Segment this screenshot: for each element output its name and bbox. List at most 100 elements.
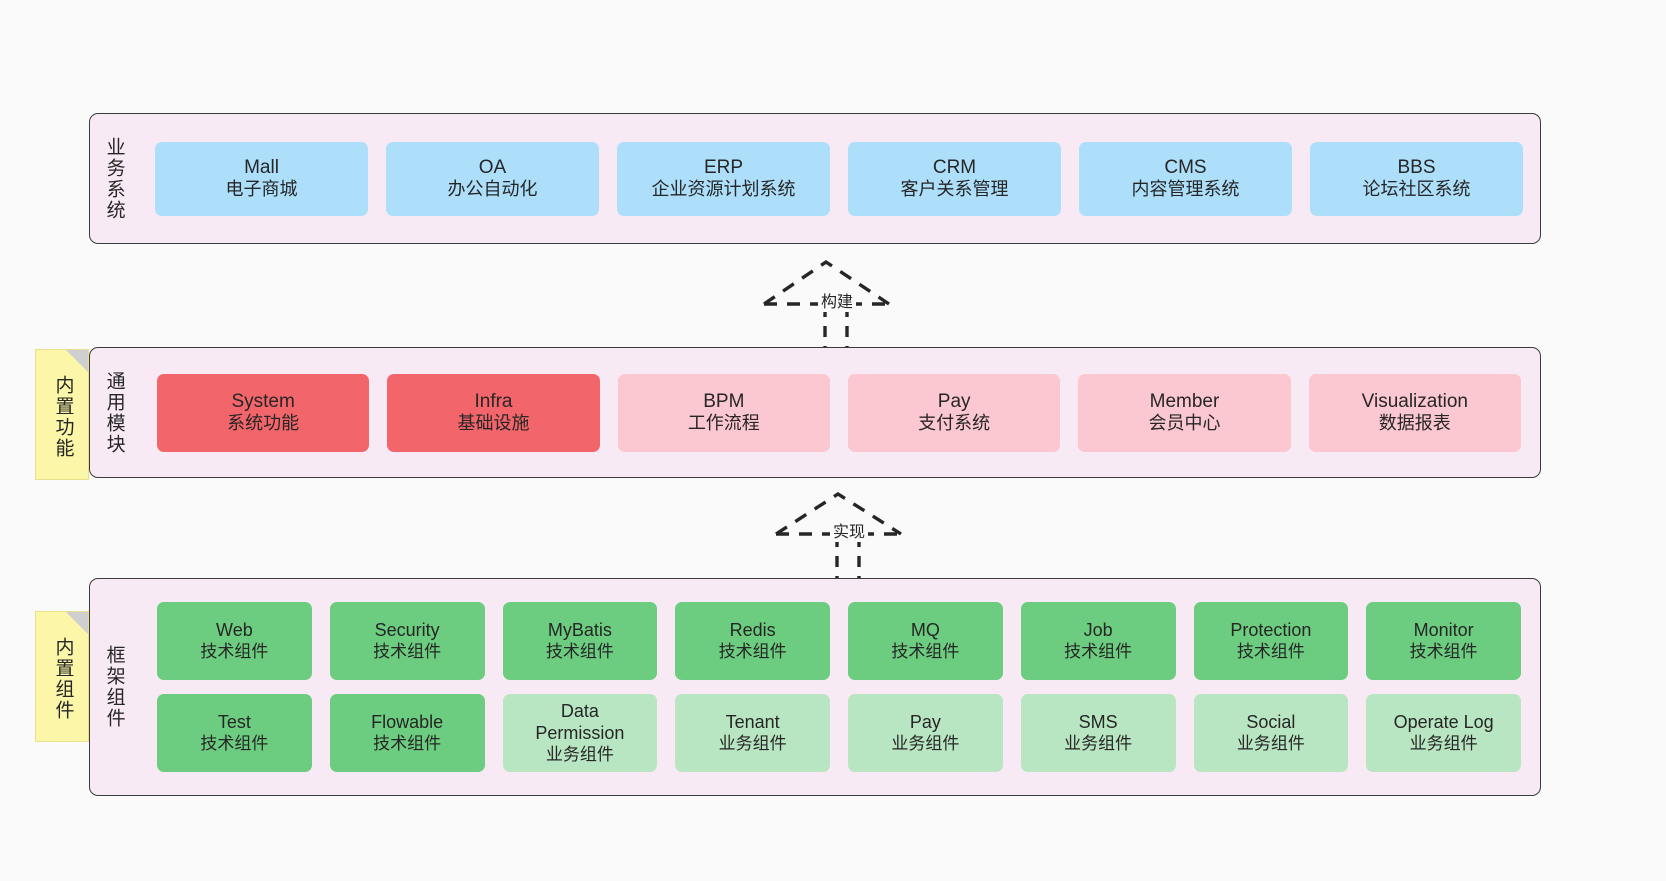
card-redis-subtitle: 技术组件 bbox=[718, 641, 787, 661]
card-cms-subtitle: 内容管理系统 bbox=[1131, 179, 1240, 200]
card-system-subtitle: 系统功能 bbox=[227, 413, 300, 434]
card-mq-title: MQ bbox=[910, 619, 940, 640]
card-sms-subtitle: 业务组件 bbox=[1064, 733, 1133, 753]
note-builtin-functions: 内置功能 bbox=[35, 349, 89, 480]
card-erp[interactable]: ERP 企业资源计划系统 bbox=[617, 141, 830, 216]
layer-business-system-label: 业务系统 bbox=[103, 136, 125, 221]
note-builtin-components-label: 内置组件 bbox=[52, 636, 74, 721]
card-bbs[interactable]: BBS 论坛社区系统 bbox=[1310, 141, 1523, 216]
card-security-title: Security bbox=[374, 619, 440, 640]
note-builtin-functions-label: 内置功能 bbox=[52, 374, 74, 459]
card-mybatis-subtitle: 技术组件 bbox=[545, 641, 614, 661]
business-system-card-list: Mall 电子商城 OA 办公自动化 ERP 企业资源计划系统 CRM 客户关系… bbox=[138, 114, 1540, 243]
card-system-title: System bbox=[231, 390, 295, 412]
card-bpm-title: BPM bbox=[703, 390, 745, 412]
card-visualization[interactable]: Visualization 数据报表 bbox=[1308, 373, 1521, 452]
card-bpm-subtitle: 工作流程 bbox=[687, 413, 760, 434]
card-erp-title: ERP bbox=[703, 156, 744, 178]
connector-implement-label: 实现 bbox=[830, 518, 869, 542]
card-job-title: Job bbox=[1083, 619, 1113, 640]
card-crm[interactable]: CRM 客户关系管理 bbox=[848, 141, 1061, 216]
card-flowable[interactable]: Flowable 技术组件 bbox=[329, 694, 485, 772]
layer-common-module-label: 通用模块 bbox=[103, 370, 125, 455]
connector-implement: 实现 bbox=[772, 490, 922, 578]
card-mybatis-title: MyBatis bbox=[547, 619, 612, 640]
connector-build-label: 构建 bbox=[818, 288, 857, 312]
card-social-subtitle: 业务组件 bbox=[1236, 733, 1305, 753]
framework-component-card-grid: Web 技术组件 Security 技术组件 MyBatis 技术组件 Redi… bbox=[138, 579, 1540, 795]
card-monitor[interactable]: Monitor 技术组件 bbox=[1366, 602, 1521, 680]
card-operate-log-subtitle: 业务组件 bbox=[1409, 733, 1478, 753]
card-erp-subtitle: 企业资源计划系统 bbox=[651, 179, 796, 200]
card-job-subtitle: 技术组件 bbox=[1064, 641, 1133, 661]
card-pay-component-title: Pay bbox=[909, 711, 941, 732]
card-test[interactable]: Test 技术组件 bbox=[157, 694, 312, 772]
card-protection[interactable]: Protection 技术组件 bbox=[1193, 602, 1349, 680]
card-social[interactable]: Social 业务组件 bbox=[1193, 694, 1349, 772]
card-oa[interactable]: OA 办公自动化 bbox=[386, 141, 599, 216]
card-security-subtitle: 技术组件 bbox=[373, 641, 442, 661]
card-cms-title: CMS bbox=[1164, 156, 1207, 178]
card-pay-component-subtitle: 业务组件 bbox=[891, 733, 960, 753]
card-redis[interactable]: Redis 技术组件 bbox=[675, 602, 830, 680]
card-flowable-title: Flowable bbox=[371, 711, 444, 732]
card-social-title: Social bbox=[1246, 711, 1296, 732]
card-pay-module[interactable]: Pay 支付系统 bbox=[847, 373, 1061, 452]
card-tenant[interactable]: Tenant 业务组件 bbox=[675, 694, 830, 772]
common-module-card-list: System 系统功能 Infra 基础设施 BPM 工作流程 Pay 支付系统… bbox=[138, 348, 1540, 477]
card-oa-subtitle: 办公自动化 bbox=[447, 179, 538, 200]
card-monitor-title: Monitor bbox=[1413, 619, 1474, 640]
card-mq[interactable]: MQ 技术组件 bbox=[848, 602, 1003, 680]
card-job[interactable]: Job 技术组件 bbox=[1020, 602, 1176, 680]
card-mall[interactable]: Mall 电子商城 bbox=[155, 141, 368, 216]
card-crm-subtitle: 客户关系管理 bbox=[900, 179, 1009, 200]
card-infra-title: Infra bbox=[474, 390, 513, 412]
card-test-title: Test bbox=[217, 711, 251, 732]
layer-framework-component-label: 框架组件 bbox=[103, 645, 125, 729]
card-member-subtitle: 会员中心 bbox=[1148, 413, 1221, 434]
framework-row-tech: Web 技术组件 Security 技术组件 MyBatis 技术组件 Redi… bbox=[148, 602, 1530, 680]
card-member-title: Member bbox=[1149, 390, 1220, 412]
card-sms[interactable]: SMS 业务组件 bbox=[1020, 694, 1176, 772]
card-bbs-subtitle: 论坛社区系统 bbox=[1362, 179, 1471, 200]
note-builtin-components: 内置组件 bbox=[35, 611, 89, 742]
card-protection-subtitle: 技术组件 bbox=[1236, 641, 1305, 661]
card-web-title: Web bbox=[216, 619, 253, 640]
layer-framework-component: 框架组件 Web 技术组件 Security 技术组件 MyBatis 技术组件… bbox=[89, 578, 1541, 796]
card-data-permission[interactable]: Data Permission 业务组件 bbox=[502, 694, 658, 772]
card-sms-title: SMS bbox=[1078, 711, 1118, 732]
card-tenant-subtitle: 业务组件 bbox=[718, 733, 787, 753]
card-member[interactable]: Member 会员中心 bbox=[1078, 373, 1291, 452]
connector-build: 构建 bbox=[760, 258, 910, 350]
framework-row-business: Test 技术组件 Flowable 技术组件 Data Permission … bbox=[148, 694, 1530, 772]
card-flowable-subtitle: 技术组件 bbox=[373, 733, 442, 753]
card-infra-subtitle: 基础设施 bbox=[457, 413, 530, 434]
card-operate-log[interactable]: Operate Log 业务组件 bbox=[1366, 694, 1521, 772]
card-system[interactable]: System 系统功能 bbox=[157, 373, 370, 452]
card-operate-log-title: Operate Log bbox=[1393, 711, 1494, 732]
layer-common-module: 通用模块 System 系统功能 Infra 基础设施 BPM 工作流程 Pay… bbox=[89, 347, 1541, 478]
card-bbs-title: BBS bbox=[1397, 156, 1436, 178]
card-bpm[interactable]: BPM 工作流程 bbox=[617, 373, 830, 452]
card-infra[interactable]: Infra 基础设施 bbox=[387, 373, 600, 452]
card-security[interactable]: Security 技术组件 bbox=[329, 602, 485, 680]
card-tenant-title: Tenant bbox=[725, 711, 780, 732]
card-protection-title: Protection bbox=[1230, 619, 1312, 640]
card-cms[interactable]: CMS 内容管理系统 bbox=[1079, 141, 1292, 216]
card-mall-title: Mall bbox=[244, 156, 279, 178]
card-test-subtitle: 技术组件 bbox=[200, 733, 269, 753]
card-web-subtitle: 技术组件 bbox=[200, 641, 269, 661]
layer-business-system: 业务系统 Mall 电子商城 OA 办公自动化 ERP 企业资源计划系统 CRM… bbox=[89, 113, 1541, 244]
card-pay-module-title: Pay bbox=[937, 390, 971, 412]
card-mq-subtitle: 技术组件 bbox=[891, 641, 960, 661]
card-mall-subtitle: 电子商城 bbox=[225, 179, 298, 200]
card-pay-module-subtitle: 支付系统 bbox=[918, 413, 991, 434]
card-mybatis[interactable]: MyBatis 技术组件 bbox=[502, 602, 658, 680]
card-pay-component[interactable]: Pay 业务组件 bbox=[848, 694, 1003, 772]
card-web[interactable]: Web 技术组件 bbox=[157, 602, 312, 680]
card-data-permission-subtitle: 业务组件 bbox=[545, 744, 614, 764]
card-visualization-subtitle: 数据报表 bbox=[1378, 413, 1451, 434]
card-oa-title: OA bbox=[478, 156, 507, 178]
card-data-permission-title: Data Permission bbox=[535, 700, 625, 743]
